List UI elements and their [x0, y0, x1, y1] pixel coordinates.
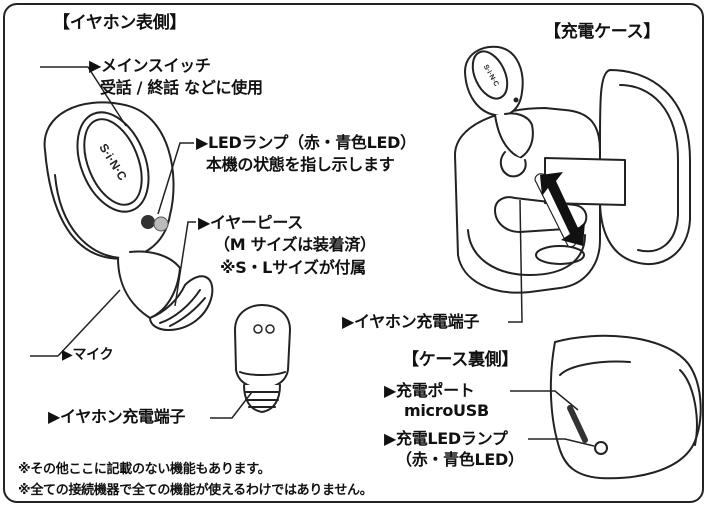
indicator-dots — [141, 97, 608, 455]
leader-main-switch — [40, 66, 127, 127]
led-label: ▶LEDランプ（赤・青色LED） — [196, 133, 416, 152]
leader-ear-piece — [174, 221, 196, 307]
charge-port-desc: microUSB — [404, 401, 489, 420]
diagram-frame — [3, 3, 704, 503]
leader-port — [510, 390, 579, 411]
leader-case-terminal — [508, 199, 523, 323]
insert-arrow — [540, 172, 585, 246]
ear-piece-label: ▶イヤーピース — [198, 213, 303, 232]
charge-led-label: ▶充電LEDランプ — [384, 429, 508, 448]
leader-case-led — [528, 438, 595, 447]
case-earbud-led — [513, 97, 519, 103]
leader-led — [157, 142, 194, 215]
earbud-terminal-label: ▶イヤホン充電端子 — [48, 407, 186, 426]
terminal-pin-left — [253, 324, 263, 334]
case-back-illustration — [549, 334, 702, 480]
led-desc: 本機の状態を指し示します — [206, 155, 395, 174]
leader-lines — [30, 66, 595, 447]
main-switch-label: ▶メインスイッチ — [89, 56, 211, 75]
ear-piece-desc1: （M サイズは装着済） — [214, 235, 376, 254]
note-line-1: ※その他ここに記載のない機能もあります。 — [18, 462, 271, 477]
main-switch-desc: 受話 / 終話 などに使用 — [100, 78, 263, 97]
ear-piece-desc2: ※S・Lサイズが付属 — [220, 258, 366, 277]
led-dot-light — [153, 216, 169, 232]
note-line-2: ※全ての接続機器で全ての機能が使えるわけではありません。 — [18, 483, 373, 498]
earbud-terminal-illustration — [234, 304, 291, 413]
earbud-front-illustration — [43, 101, 214, 331]
led-dot-dark — [141, 215, 155, 229]
charging-case-illustration — [454, 45, 691, 294]
charge-port-label: ▶充電ポート — [384, 381, 475, 400]
case-back-heading: 【ケース裏側】 — [402, 350, 519, 370]
case-heading: 【充電ケース】 — [544, 22, 661, 42]
terminal-pin-right — [265, 324, 275, 334]
front-heading: 【イヤホン表側】 — [53, 13, 187, 33]
charge-led-desc: （赤・青色LED） — [396, 450, 524, 469]
leader-mic — [30, 289, 121, 357]
case-terminal-label: ▶イヤホン充電端子 — [342, 312, 480, 331]
leader-terminal — [210, 391, 253, 419]
mic-label: ▶マイク — [62, 347, 114, 363]
case-led-dot — [594, 441, 608, 455]
